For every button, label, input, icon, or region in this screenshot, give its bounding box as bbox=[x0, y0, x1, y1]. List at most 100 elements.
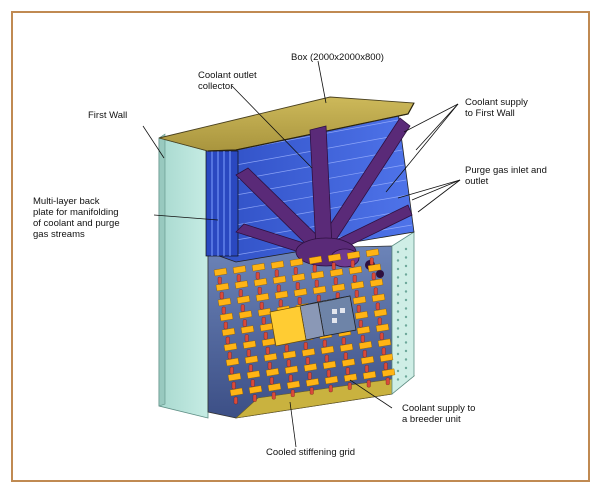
grid-cell bbox=[358, 340, 373, 350]
perforation-dot bbox=[404, 375, 408, 378]
perforation-dot bbox=[396, 378, 400, 381]
grid-cell bbox=[293, 288, 308, 297]
perforation-dot bbox=[396, 318, 400, 322]
grid-cell bbox=[234, 280, 249, 289]
coolant-pin bbox=[274, 269, 279, 277]
coolant-pin bbox=[333, 277, 338, 285]
grid-cell bbox=[244, 355, 259, 364]
grid-cell bbox=[341, 358, 356, 367]
perforation-dot bbox=[396, 276, 400, 279]
coolant-pin bbox=[316, 294, 321, 303]
coolant-pin bbox=[354, 290, 359, 298]
coolant-pin bbox=[225, 336, 230, 345]
grid-cell bbox=[284, 365, 299, 375]
perforation-dot bbox=[404, 315, 408, 319]
coolant-pin bbox=[250, 379, 255, 387]
coolant-pin bbox=[383, 362, 388, 370]
leader-lines bbox=[142, 60, 461, 448]
grid-cell bbox=[236, 295, 251, 304]
perforation-dot bbox=[404, 247, 408, 251]
coolant-pin bbox=[324, 354, 329, 363]
grid-cell bbox=[272, 275, 287, 285]
coolant-pin bbox=[219, 291, 224, 300]
grid-cell bbox=[240, 325, 255, 334]
coolant-pin bbox=[375, 302, 380, 310]
coolant-pin bbox=[366, 380, 371, 388]
grid-cell bbox=[255, 292, 270, 302]
perforation-dot bbox=[396, 335, 400, 339]
grid-cell bbox=[286, 380, 301, 390]
perforation-dot bbox=[396, 301, 400, 305]
first-wall-face bbox=[158, 137, 209, 419]
grid-cell bbox=[246, 370, 261, 379]
perforation-dot bbox=[404, 290, 408, 293]
coolant-pin bbox=[238, 289, 243, 297]
coolant-pin bbox=[286, 359, 291, 367]
label-purge-gas: Purge gas inlet and outlet bbox=[465, 165, 547, 187]
grid-highlight-block bbox=[269, 305, 307, 347]
perforation-dot bbox=[404, 298, 408, 302]
coolant-pin bbox=[244, 334, 249, 342]
coolant-pin bbox=[377, 317, 382, 325]
label-coolant-supply-first-wall: Coolant supply to First Wall bbox=[465, 97, 528, 119]
grid-cell bbox=[253, 277, 268, 287]
grid-cell bbox=[360, 355, 375, 365]
coolant-pin bbox=[269, 377, 274, 385]
perforation-dot bbox=[396, 267, 400, 271]
coolant-pin bbox=[295, 282, 300, 290]
coolant-pin bbox=[343, 352, 348, 360]
coolant-pin bbox=[227, 351, 232, 360]
grid-cell bbox=[251, 262, 266, 272]
grid-cell bbox=[267, 382, 282, 392]
coolant-pin bbox=[358, 320, 363, 328]
grid-cell bbox=[291, 273, 306, 282]
grid-cell bbox=[263, 352, 278, 362]
grid-cell bbox=[223, 342, 238, 352]
coolant-pin bbox=[236, 274, 241, 282]
perforation-dot bbox=[404, 324, 408, 327]
coolant-pin bbox=[257, 287, 262, 295]
coolant-pin bbox=[223, 321, 228, 330]
label-coolant-supply-breeder: Coolant supply to a breeder unit bbox=[402, 403, 476, 425]
coolant-pin bbox=[305, 357, 310, 365]
coolant-pin bbox=[263, 332, 268, 340]
perforation-dot bbox=[404, 332, 408, 336]
coolant-pin bbox=[356, 305, 361, 313]
coolant-pin bbox=[331, 262, 336, 270]
grid-cell bbox=[350, 280, 365, 290]
perforation-dot bbox=[396, 284, 400, 288]
grid-cell bbox=[354, 310, 369, 320]
coolant-pin bbox=[261, 317, 266, 325]
coolant-pin bbox=[371, 272, 376, 280]
coolant-pin bbox=[276, 284, 281, 292]
grid-cell bbox=[270, 260, 285, 270]
coolant-pin bbox=[288, 374, 293, 382]
perforation-dot bbox=[404, 264, 408, 268]
coolant-pin bbox=[350, 260, 355, 268]
coolant-pin bbox=[242, 319, 247, 327]
coolant-pin bbox=[362, 350, 367, 358]
coolant-pin bbox=[297, 297, 302, 305]
grid-cell bbox=[339, 343, 354, 352]
grid-cell bbox=[282, 350, 297, 360]
grid-cell bbox=[213, 267, 228, 277]
grid-cell bbox=[329, 268, 344, 277]
coolant-pin bbox=[255, 272, 260, 280]
grid-cell bbox=[274, 290, 289, 300]
grid-cell bbox=[369, 278, 384, 288]
grid-cell bbox=[322, 360, 337, 370]
grid-cell bbox=[346, 250, 361, 260]
grid-cell bbox=[238, 310, 253, 319]
coolant-pin bbox=[284, 344, 289, 352]
coolant-pin bbox=[271, 392, 276, 400]
coolant-pin bbox=[379, 332, 384, 340]
grid-cell bbox=[379, 353, 394, 363]
grid-cell bbox=[367, 263, 382, 273]
grid-cell bbox=[343, 373, 358, 382]
perforation-dot bbox=[396, 310, 400, 313]
grid-cell bbox=[312, 285, 327, 295]
grid-cell bbox=[303, 363, 318, 372]
grid-cell bbox=[371, 293, 386, 303]
coolant-pin bbox=[309, 387, 314, 395]
